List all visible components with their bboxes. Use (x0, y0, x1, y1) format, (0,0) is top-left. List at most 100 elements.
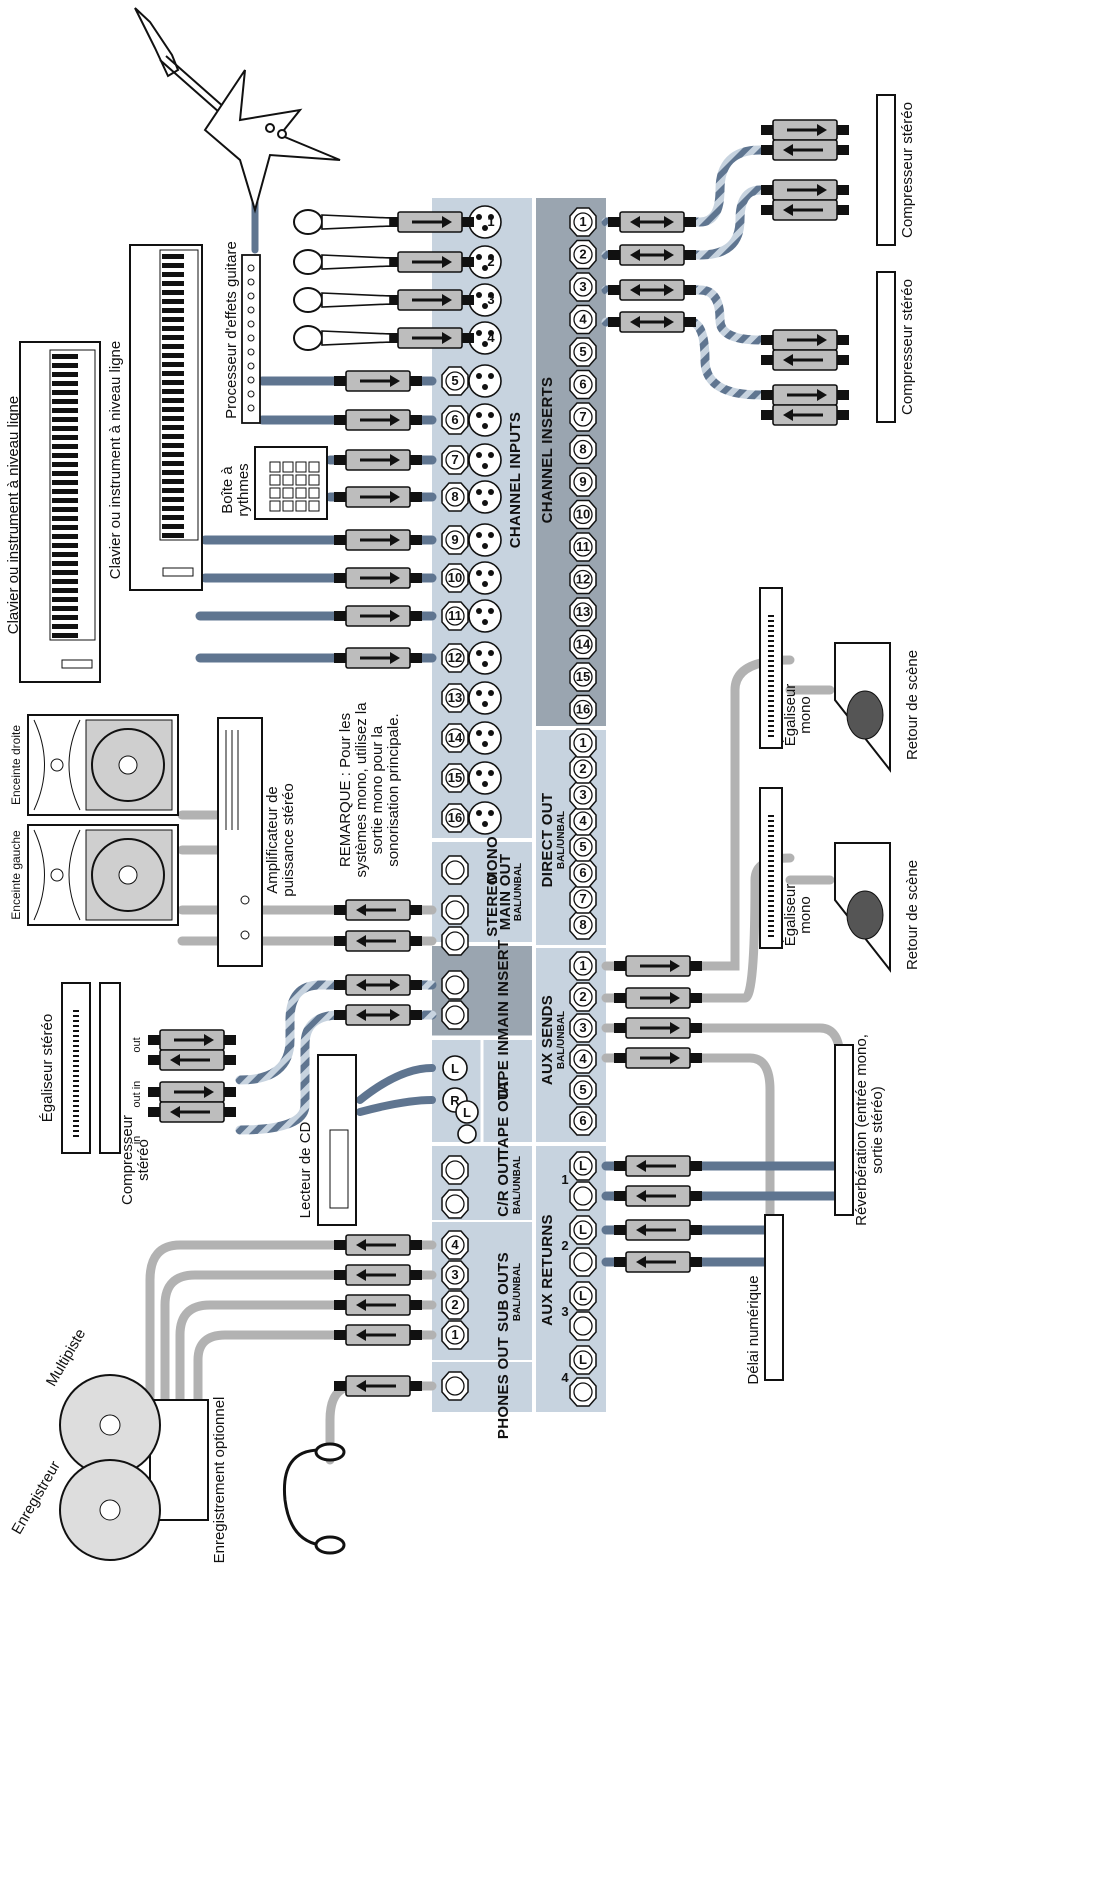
xlr-input-7[interactable] (468, 443, 502, 477)
insert-number-2: 2 (579, 247, 586, 262)
eq-mono-1b: mono (797, 696, 814, 734)
insert-number-16: 16 (576, 702, 590, 717)
aux-return-jack-6[interactable] (569, 1311, 597, 1341)
aux-send-plug-3 (613, 1017, 703, 1039)
comp-plug-7 (760, 384, 850, 406)
eq-plug-2 (147, 1049, 237, 1071)
stage-monitor-2: Retour de scène (834, 842, 921, 973)
channel-inserts-label: CHANNEL INSERTS (539, 377, 556, 524)
compressor-right-1: Compresseur stéréo (876, 94, 916, 246)
sub-out-plug-3 (333, 1294, 423, 1316)
aux-return-jack-2[interactable] (569, 1181, 597, 1211)
tape-in-jack-l[interactable] (442, 1055, 468, 1081)
insert-number-12: 12 (576, 572, 590, 587)
speaker-right-label: Enceinte droite (9, 725, 23, 805)
main-out-jack-mono[interactable] (441, 855, 469, 885)
xlr-input-10[interactable] (468, 561, 502, 595)
insert-number-14: 14 (576, 637, 591, 652)
comp-plug-5 (760, 329, 850, 351)
tape-out-jack-r[interactable] (457, 1124, 477, 1144)
power-amplifier: Amplificateur de puissance stéréo (217, 717, 297, 967)
eq-mono-2a: Égaliseur (782, 884, 799, 947)
aux-return-group-4: 4 (561, 1370, 569, 1385)
in-label-2: in (131, 1136, 143, 1145)
tape-out-jack-l[interactable] (455, 1100, 479, 1124)
input-number-5: 5 (451, 373, 458, 388)
mono-eq-2: Égaliseur mono (759, 787, 814, 949)
xlr-input-8[interactable] (468, 480, 502, 514)
microphone-2 (293, 249, 391, 275)
stereo-compressor: Compresseur stéréo out in out in (99, 982, 152, 1205)
monitor-2-label: Retour de scène (904, 860, 921, 970)
xlr-input-6[interactable] (468, 403, 502, 437)
comp-plug-4 (760, 199, 850, 221)
main-out-jack-stereo-r[interactable] (441, 895, 469, 925)
insert-plug-3 (607, 279, 697, 301)
xlr-input-14[interactable] (468, 721, 502, 755)
aux-return-jack-4[interactable] (569, 1247, 597, 1277)
main-insert-jack-r[interactable] (441, 970, 469, 1000)
input-plug-9 (333, 529, 423, 551)
xlr-input-5[interactable] (468, 364, 502, 398)
main-out-plug-l (333, 930, 423, 952)
keyboard-1: Clavier ou instrument à niveau ligne (5, 341, 101, 683)
guitar-fx-label: Processeur d'effets guitare (223, 241, 240, 419)
speaker-left-label: Enceinte gauche (9, 830, 23, 920)
cr-out-jack-r[interactable] (441, 1189, 469, 1219)
xlr-input-16[interactable] (468, 801, 502, 835)
eq-mono-1a: Égaliseur (782, 684, 799, 747)
direct-number-4: 4 (579, 813, 587, 828)
xlr-input-9[interactable] (468, 523, 502, 557)
input-plug-7 (333, 449, 423, 471)
mono-eq-1: Égaliseur mono (759, 587, 814, 749)
out-label-1: out (131, 1037, 143, 1052)
keyboard-2-label: Clavier ou instrument à niveau ligne (107, 341, 124, 579)
phones-out-label: PHONES OUT (495, 1337, 512, 1439)
main-out-plug-r (333, 899, 423, 921)
aux-return-plug-3 (613, 1219, 703, 1241)
sub-outs-sub: BAL/UNBAL (512, 1263, 523, 1321)
input-number-16: 16 (448, 810, 462, 825)
mic-plug-2 (385, 251, 475, 273)
input-number-13: 13 (448, 690, 462, 705)
main-out-jack-stereo-l[interactable] (441, 926, 469, 956)
sub-number-1: 1 (451, 1327, 458, 1342)
insert-number-8: 8 (579, 442, 586, 457)
eq-plug-4 (147, 1101, 237, 1123)
xlr-input-13[interactable] (468, 681, 502, 715)
main-insert-plug-l (333, 1004, 423, 1026)
aux-send-number-4: 4 (579, 1051, 587, 1066)
main-insert-jack-l[interactable] (441, 1000, 469, 1030)
aux-return-l-5: L (579, 1288, 587, 1303)
tape-in-l-text: L (451, 1061, 459, 1076)
digital-delay: Délai numérique (745, 1214, 784, 1385)
aux-return-jack-8[interactable] (569, 1377, 597, 1407)
aux-return-group-3: 3 (561, 1304, 568, 1319)
channel-inputs-label: CHANNEL INPUTS (507, 412, 524, 548)
xlr-input-11[interactable] (468, 599, 502, 633)
aux-return-l-7: L (579, 1352, 587, 1367)
aux-send-number-6: 6 (579, 1113, 586, 1128)
insert-number-11: 11 (576, 539, 590, 554)
input-plug-5 (333, 370, 423, 392)
eq-plug-1 (147, 1029, 237, 1051)
cr-out-jack-l[interactable] (441, 1155, 469, 1185)
direct-out-sub: BAL/UNBAL (556, 811, 567, 869)
xlr-input-12[interactable] (468, 641, 502, 675)
input-plug-8 (333, 486, 423, 508)
input-number-8: 8 (451, 489, 458, 504)
stage-monitor-1: Retour de scène (834, 642, 921, 773)
guitar-fx-processor: Processeur d'effets guitare (223, 241, 261, 424)
keyboard-1-label: Clavier ou instrument à niveau ligne (5, 396, 22, 634)
note-line-1: REMARQUE : Pour les (337, 713, 354, 867)
xlr-input-15[interactable] (468, 761, 502, 795)
direct-number-8: 8 (579, 917, 586, 932)
speaker-right: Enceinte droite (9, 714, 179, 816)
phones-out-jack[interactable] (441, 1371, 469, 1401)
direct-out-label: DIRECT OUT (539, 793, 556, 888)
aux-return-group-1: 1 (561, 1172, 568, 1187)
